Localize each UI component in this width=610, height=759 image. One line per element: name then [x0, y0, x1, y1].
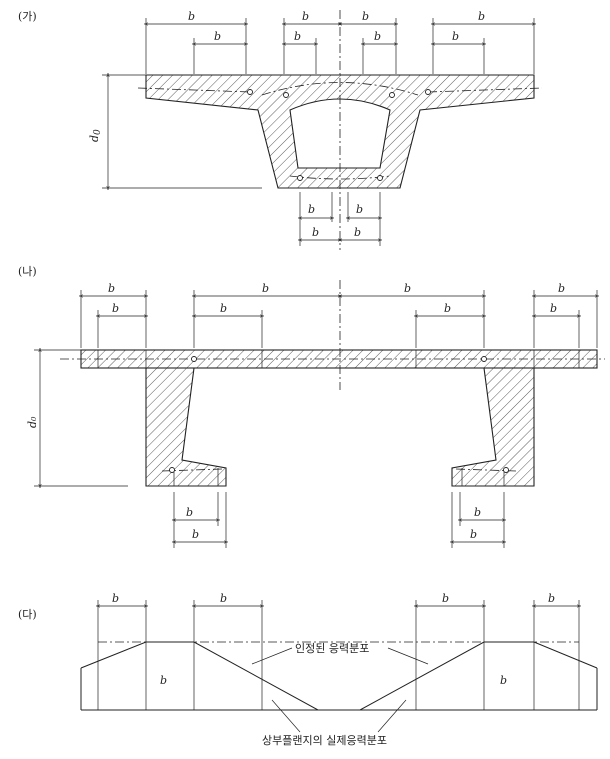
- annotation-actual-stress: 상부플랜지의 실제응력분포: [262, 734, 387, 747]
- joint-point: [377, 175, 383, 181]
- dim-c-be-3-label: b: [442, 592, 449, 605]
- dim-be-4-label: b: [550, 302, 557, 315]
- dim-bottom-big-left-label: b: [312, 226, 319, 239]
- annotation-assumed-stress: 인정된 응력분포: [295, 642, 369, 655]
- dim-c-be-4-label: b: [548, 592, 555, 605]
- left-girder: [145, 367, 227, 487]
- joint-point: [425, 89, 431, 95]
- joint-point: [191, 356, 197, 362]
- right-girder: [451, 367, 535, 487]
- dim-b-2-label: b: [262, 282, 269, 295]
- joint-point: [481, 356, 487, 362]
- dim-be-1-label: b: [112, 302, 119, 315]
- dim-c-be-2-label: b: [220, 592, 227, 605]
- box-girder-section: [145, 74, 535, 189]
- dim-c-be-1-label: b: [112, 592, 119, 605]
- panel-c-extension-lines: [97, 600, 580, 710]
- dim-depth-b-label: d₀: [26, 416, 39, 428]
- dim-bottom-small-left-label: b: [308, 203, 315, 216]
- joint-point: [389, 92, 395, 98]
- dim-bei-outer-right-label: b: [452, 30, 459, 43]
- panel-b-tag: (나): [18, 265, 37, 278]
- panel-c-tag: (다): [18, 608, 37, 621]
- panel-b: (나) b b b b b b b b: [18, 265, 605, 548]
- leader-line: [271, 699, 301, 733]
- dim-bei-left-label: b: [294, 30, 301, 43]
- flange-axis-right: [427, 87, 543, 93]
- left-flange-axis: [161, 468, 223, 472]
- dim-bei-outer-left-label: b: [214, 30, 221, 43]
- leader-line: [387, 647, 429, 665]
- dim-b2-right-label: b: [362, 10, 369, 23]
- dim-b2-left-label: b: [302, 10, 309, 23]
- actual-stress-curve: [80, 641, 598, 711]
- panel-b-extension-lines: [80, 290, 598, 348]
- panel-b-bottom-extensions: [173, 492, 505, 548]
- right-flange-axis: [455, 468, 517, 472]
- leader-line: [377, 699, 407, 733]
- dim-bottom-be-left-label: b: [186, 506, 193, 519]
- leader-line: [251, 647, 293, 665]
- joint-point: [169, 467, 175, 473]
- joint-point: [247, 89, 253, 95]
- dim-b1-left-label: b: [188, 10, 195, 23]
- dim-bottom-b-left-label: b: [192, 528, 199, 541]
- joint-point: [297, 175, 303, 181]
- bm-right-label: b: [500, 674, 507, 687]
- dim-b-3-label: b: [404, 282, 411, 295]
- dim-b-4-label: b: [558, 282, 565, 295]
- panel-a-extension-lines: [145, 18, 535, 74]
- flange-axis-left: [137, 87, 251, 93]
- joint-point: [283, 92, 289, 98]
- bm-left-label: b: [160, 674, 167, 687]
- panel-c: (다) b b b b b b 인정된 응력분포: [18, 592, 598, 747]
- panel-a: (가) b b b b b b b b: [18, 10, 543, 250]
- dim-bottom-b-right-label: b: [470, 528, 477, 541]
- panel-a-tag: (가): [18, 10, 37, 23]
- dim-b1-right-label: b: [478, 10, 485, 23]
- joint-point: [503, 467, 509, 473]
- dim-be-3-label: b: [444, 302, 451, 315]
- dim-bottom-small-right-label: b: [356, 203, 363, 216]
- dim-bottom-be-right-label: b: [474, 506, 481, 519]
- dim-bottom-big-right-label: b: [354, 226, 361, 239]
- dim-depth-label: d0: [88, 129, 103, 142]
- dim-be-2-label: b: [220, 302, 227, 315]
- dim-b-1-label: b: [108, 282, 115, 295]
- top-slab-axis: [261, 82, 419, 96]
- dim-bei-right-label: b: [374, 30, 381, 43]
- panel-b-section-ticks: [97, 350, 580, 486]
